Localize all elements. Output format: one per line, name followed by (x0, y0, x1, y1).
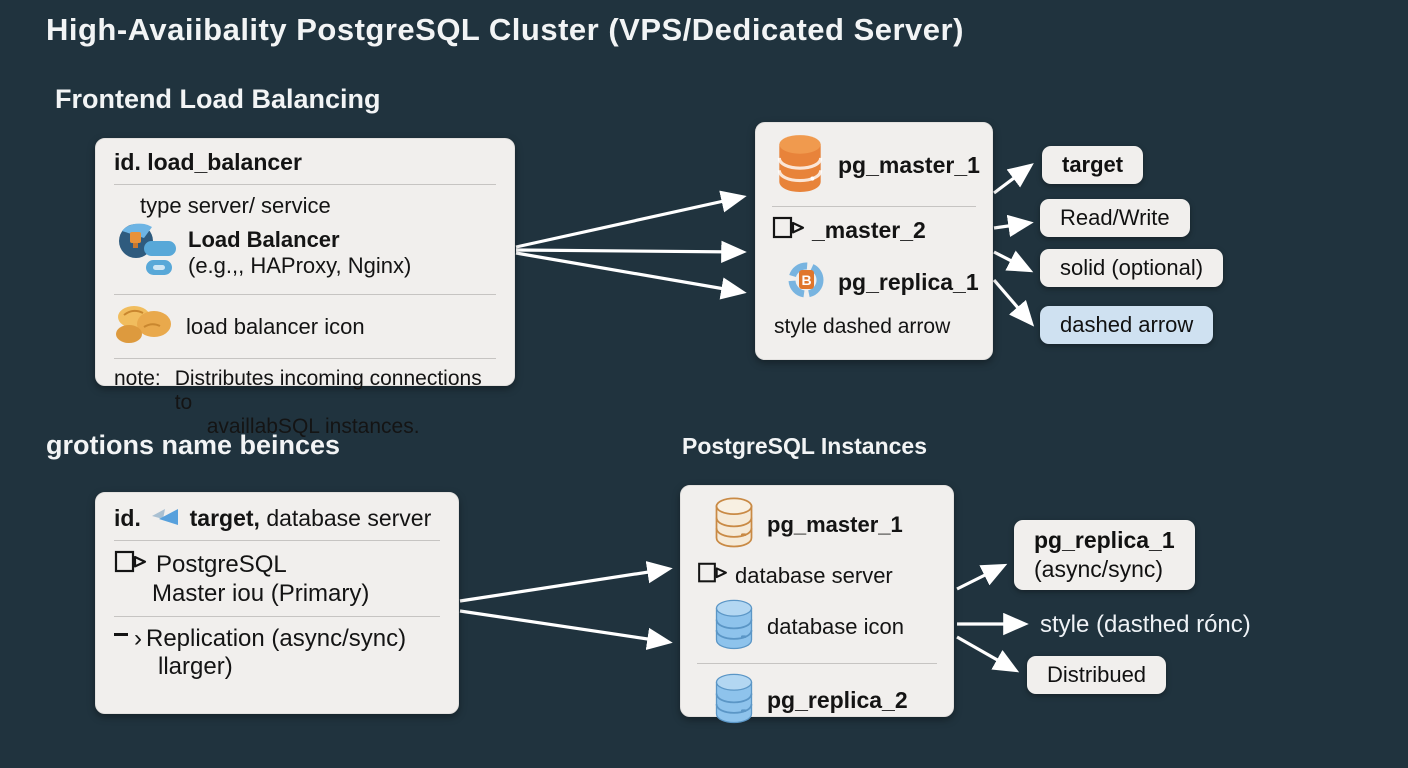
style-note: style dashed arrow (774, 315, 951, 338)
id-label: id. (114, 505, 141, 531)
server-line: database server (735, 562, 893, 588)
node-example: (e.g.,, HAProxy, Nginx) (188, 252, 412, 278)
note-line1: Distributes incoming connections to (174, 367, 482, 414)
note-line2: availlabSQL instances. (206, 415, 420, 438)
svg-text:B: B (801, 272, 811, 288)
legend-style-note: style (dasthed rónc) (1040, 611, 1251, 638)
id-target: target, (189, 505, 260, 531)
target-node: id. target, database server PostgreSQL M… (95, 492, 459, 714)
page-title: High-Avaiibality PostgreSQL Cluster (VPS… (46, 12, 964, 47)
section-heading-frontend: Frontend Load Balancing (55, 84, 381, 114)
node-master1: pg_master_1 (838, 152, 980, 178)
database-icon-blue (713, 598, 755, 655)
legend-replica1-title: pg_replica_1 (1034, 527, 1175, 553)
database-icon-blue (713, 672, 755, 729)
document-arrow-icon (114, 549, 148, 580)
paper-plane-icon (151, 505, 185, 531)
legend-dashed-arrow: dashed arrow (1040, 306, 1214, 344)
legend-distributed: Distribued (1027, 656, 1167, 694)
master-line: Master iou (Primary) (152, 580, 370, 607)
legend-replica1-sub: (async/sync) (1034, 555, 1164, 582)
node-master1: pg_master_1 (767, 511, 903, 537)
id-rest: database server (266, 505, 432, 531)
divider (114, 294, 496, 295)
postgresql-line: PostgreSQL (156, 550, 287, 578)
load-balancer-node: id. load_balancer type server/ service L… (95, 138, 515, 438)
divider (697, 663, 937, 664)
node-type-line: type server/ service (140, 193, 331, 218)
pg-instances-node: pg_master_1 database server (680, 485, 954, 724)
replication-line: Replication (async/sync) (146, 625, 407, 652)
legend-solid: solid (optional) (1040, 249, 1224, 287)
database-icon-orange (774, 133, 826, 198)
section-heading-groups: grotions name beinces (46, 430, 341, 460)
node-name: Load Balancer (188, 226, 340, 252)
document-arrow-icon (697, 561, 729, 590)
node-id-line: id. load_balancer (114, 149, 302, 175)
dash-glyph (114, 633, 128, 636)
section-heading-instances: PostgreSQL Instances (682, 433, 927, 459)
divider (114, 358, 496, 359)
replica-ring-icon: B (786, 260, 826, 305)
divider (114, 184, 496, 185)
load-balancer-icon (114, 219, 180, 286)
legend-replica1: pg_replica_1 (async/sync) (1014, 520, 1195, 590)
node-replica2: pg_replica_2 (767, 687, 908, 713)
node-replica1: pg_replica_1 (838, 269, 979, 295)
chevron-glyph: › (134, 625, 142, 652)
legend-target: target (1042, 146, 1144, 184)
divider (114, 540, 440, 541)
divider (114, 616, 440, 617)
divider (772, 206, 976, 207)
note-label: note: (114, 367, 161, 390)
larger-line: llarger) (158, 653, 233, 680)
legend-read-write: Read/Write (1040, 199, 1190, 237)
pg-cluster-node: pg_master_1 _master_2 B pg_replica_1 (755, 122, 993, 360)
icon-caption: load balancer icon (186, 313, 365, 339)
document-arrow-icon (772, 215, 806, 246)
node-master2: _master_2 (812, 217, 926, 243)
icon-caption: database icon (767, 613, 904, 639)
database-icon-outline (713, 496, 755, 553)
hands-coins-icon (114, 303, 174, 350)
